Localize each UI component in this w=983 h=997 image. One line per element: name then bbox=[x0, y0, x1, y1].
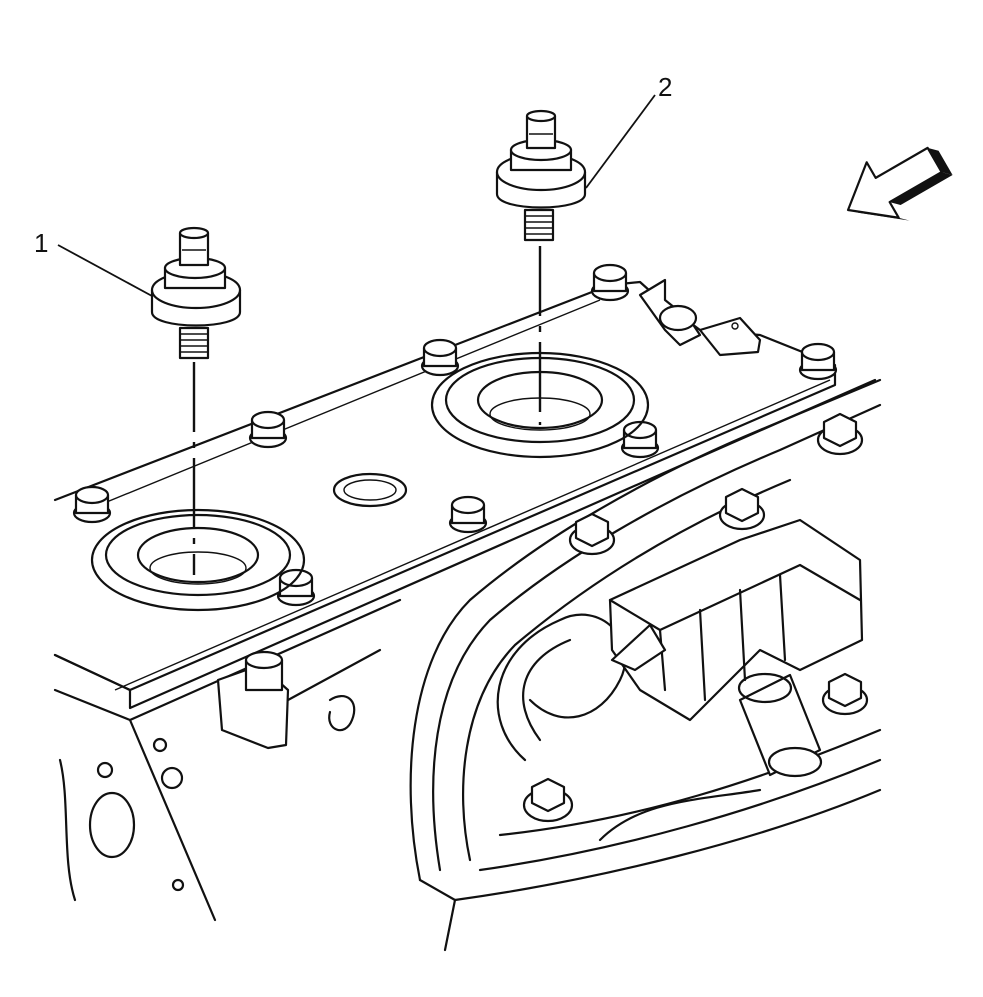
bolt-icon bbox=[620, 420, 660, 459]
bolt-icon bbox=[522, 777, 574, 823]
deck-bracket bbox=[638, 278, 762, 357]
engine-block-lower bbox=[409, 378, 882, 952]
bolt-icon bbox=[72, 485, 112, 524]
knock-sensor-1 bbox=[150, 226, 242, 575]
bolt-icon bbox=[420, 338, 460, 377]
lower-bolts bbox=[522, 412, 869, 823]
small-port bbox=[332, 472, 408, 508]
callout-label-2: 2 bbox=[658, 72, 672, 102]
bolt-icon bbox=[816, 412, 864, 456]
front-direction-arrow-icon bbox=[846, 146, 953, 221]
bolt-icon bbox=[590, 263, 630, 302]
callout-2: 2 bbox=[585, 72, 672, 189]
bolt-icon bbox=[568, 512, 616, 556]
callout-1: 1 bbox=[34, 228, 153, 297]
bolt-icon bbox=[248, 410, 288, 449]
sensor-bore-left bbox=[90, 508, 306, 612]
bolt-icon bbox=[821, 672, 869, 716]
bolt-icon bbox=[448, 495, 488, 534]
engine-block-left bbox=[53, 598, 402, 922]
valve-body bbox=[608, 518, 864, 778]
bolt-icon bbox=[718, 487, 766, 531]
knock-sensor-2 bbox=[495, 109, 587, 425]
bolt-icon bbox=[276, 568, 316, 607]
callout-label-1: 1 bbox=[34, 228, 48, 258]
bolt-icon bbox=[798, 342, 838, 381]
deck-bolts bbox=[72, 263, 838, 607]
